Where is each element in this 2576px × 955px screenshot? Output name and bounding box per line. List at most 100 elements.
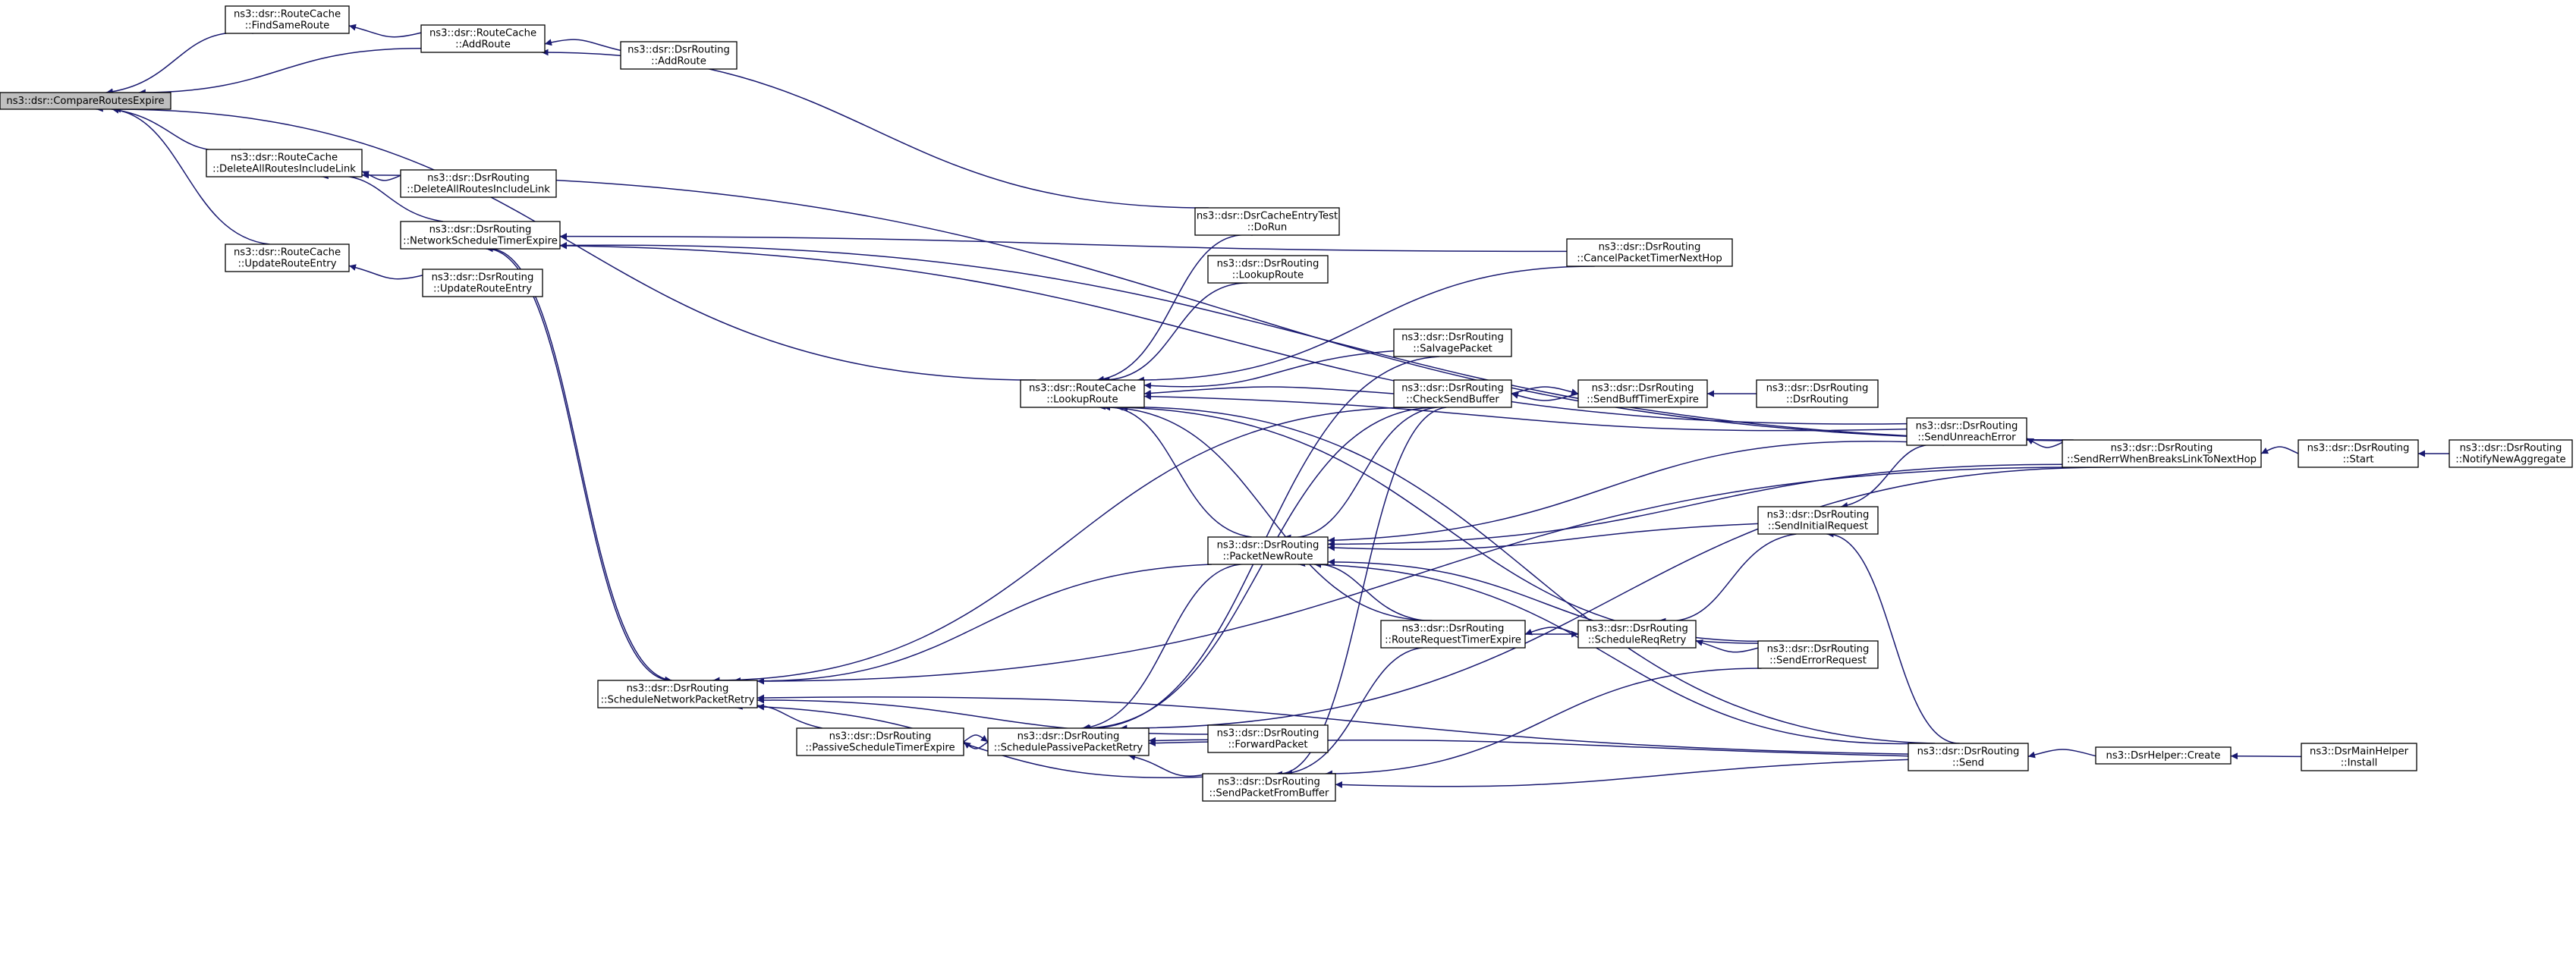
node-findsame[interactable]: ns3::dsr::RouteCache::FindSameRoute — [225, 5, 350, 34]
call-edge-helpercreate-to-send — [2027, 749, 2096, 759]
call-arrow — [2260, 446, 2299, 454]
call-edge-packetnew-to-rc_lookup — [1098, 403, 1252, 538]
node-box — [987, 727, 1150, 756]
node-label-line: ns3::dsr::DsrRouting — [2111, 443, 2213, 454]
node-sendrerr[interactable]: ns3::dsr::DsrRouting::SendRerrWhenBreaks… — [2062, 439, 2262, 468]
node-label-line: ns3::dsr::RouteCache — [234, 247, 341, 259]
node-networksched[interactable]: ns3::dsr::DsrRouting::NetworkScheduleTim… — [400, 221, 561, 250]
node-schedpassive[interactable]: ns3::dsr::DsrRouting::SchedulePassivePac… — [987, 727, 1150, 756]
call-edge-rc_deleteall-to-compare — [112, 106, 241, 152]
call-arrow — [559, 233, 1568, 253]
node-cancelpacket[interactable]: ns3::dsr::DsrRouting::CancelPacketTimerN… — [1566, 238, 1733, 267]
node-box — [620, 41, 738, 70]
node-dr_updateroute[interactable]: ns3::dsr::DsrRouting::UpdateRouteEntry — [422, 269, 543, 297]
call-arrow — [1083, 407, 1438, 732]
call-arrow — [1275, 407, 1447, 778]
node-label-line: ns3::dsr::DsrRouting — [1401, 332, 1504, 344]
call-arrow — [361, 171, 2074, 441]
node-helpercreate[interactable]: ns3::DsrHelper::Create — [2095, 746, 2232, 765]
call-arrow — [544, 39, 621, 52]
node-forward[interactable]: ns3::dsr::DsrRouting::ForwardPacket — [1207, 724, 1329, 753]
node-sendbuff[interactable]: ns3::dsr::DsrRouting::SendBuffTimerExpir… — [1577, 379, 1708, 408]
node-sendunreach[interactable]: ns3::dsr::DsrRouting::SendUnreachError — [1906, 417, 2027, 446]
node-label-line: ns3::dsr::RouteCache — [234, 9, 341, 20]
call-edge-packetnew-to-schedpassive — [1082, 563, 1254, 731]
call-edge-senderror-to-schedreq — [1695, 639, 1759, 653]
node-label-line: ns3::dsr::DsrRouting — [427, 173, 530, 184]
call-arrow — [1102, 282, 1248, 384]
node-label-line: ::ScheduleNetworkPacketRetry — [601, 695, 755, 706]
call-edge-salvage-to-rc_lookup — [1143, 350, 1395, 389]
call-arrow — [1098, 403, 1252, 538]
call-edge-mainhelper-to-helpercreate — [2230, 752, 2302, 760]
call-arrow — [1120, 467, 2110, 732]
call-edge-routereq-to-sendfrombuffer — [1285, 646, 1437, 777]
node-dr_lookup[interactable]: ns3::dsr::DsrRouting::LookupRoute — [1207, 255, 1329, 284]
node-dsrrouting[interactable]: ns3::dsr::DsrRouting::DsrRouting — [1756, 379, 1879, 408]
call-arrow — [1284, 407, 1437, 542]
node-schednet[interactable]: ns3::dsr::DsrRouting::ScheduleNetworkPac… — [597, 680, 758, 708]
node-salvage[interactable]: ns3::dsr::DsrRouting::SalvagePacket — [1393, 328, 1512, 357]
node-label-line: ns3::dsr::DsrCacheEntryTest — [1197, 211, 1338, 222]
node-label-line: ns3::dsr::DsrRouting — [627, 45, 730, 56]
call-arrow — [1096, 234, 1253, 383]
node-passivesched[interactable]: ns3::dsr::DsrRouting::PassiveScheduleTim… — [796, 727, 964, 756]
node-box — [1380, 620, 1526, 649]
node-schedreq[interactable]: ns3::dsr::DsrRouting::ScheduleReqRetry — [1577, 620, 1697, 649]
node-label-line: ns3::dsr::CompareRoutesExpire — [6, 96, 164, 107]
call-arrow — [1335, 759, 1909, 788]
node-rc_lookup[interactable]: ns3::dsr::RouteCache::LookupRoute — [1020, 379, 1145, 408]
node-box — [1194, 207, 1340, 236]
call-edge-senderror-to-sendfrombuffer — [1325, 668, 1762, 778]
node-box — [597, 680, 758, 708]
node-label-line: ns3::dsr::DsrRouting — [1767, 644, 1870, 655]
call-edge-sendinitial-to-packetnew — [1327, 523, 1759, 551]
node-rc_deleteall[interactable]: ns3::dsr::RouteCache::DeleteAllRoutesInc… — [206, 149, 363, 177]
call-edge-rc_lookup-to-compare — [113, 105, 1036, 381]
node-label-line: ns3::dsr::DsrRouting — [1599, 242, 1701, 253]
node-mainhelper[interactable]: ns3::DsrMainHelper::Install — [2301, 743, 2417, 771]
call-arrow — [2027, 749, 2096, 759]
node-checksend[interactable]: ns3::dsr::DsrRouting::CheckSendBuffer — [1393, 379, 1512, 408]
node-send[interactable]: ns3::dsr::DsrRouting::Send — [1908, 743, 2029, 771]
node-senderror[interactable]: ns3::dsr::DsrRouting::SendErrorRequest — [1757, 640, 1879, 669]
node-dr_addroute[interactable]: ns3::dsr::DsrRouting::AddRoute — [620, 41, 738, 70]
call-edge-cancelpacket-to-networksched — [559, 233, 1568, 253]
node-box — [1020, 379, 1145, 408]
node-box — [225, 243, 350, 272]
node-label-line: ::SchedulePassivePacketRetry — [994, 743, 1143, 754]
call-edge-sendrerr-to-sendunreach — [2026, 438, 2063, 448]
call-edge-sendrerr-to-schednet — [756, 467, 2077, 685]
call-arrow — [96, 105, 270, 245]
call-edge-passivesched-to-schednet — [735, 702, 822, 729]
node-label-line: ::NetworkScheduleTimerExpire — [403, 236, 558, 247]
call-arrow — [2230, 752, 2302, 760]
node-label-line: ::SalvagePacket — [1413, 344, 1492, 355]
call-arrow — [2026, 438, 2063, 448]
node-cachetest[interactable]: ns3::dsr::DsrCacheEntryTest::DoRun — [1194, 207, 1340, 236]
node-rc_addroute[interactable]: ns3::dsr::RouteCache::AddRoute — [420, 24, 546, 53]
node-box — [1207, 536, 1329, 565]
node-label-line: ::SendUnreachError — [1917, 432, 2016, 444]
call-edge-schednet-to-networksched — [486, 245, 672, 681]
node-rc_updateroute[interactable]: ns3::dsr::RouteCache::UpdateRouteEntry — [225, 243, 350, 272]
call-arrow — [963, 734, 989, 743]
node-sendinitial[interactable]: ns3::dsr::DsrRouting::SendInitialRequest — [1757, 506, 1879, 535]
node-start[interactable]: ns3::dsr::DsrRouting::Start — [2298, 439, 2419, 468]
node-sendfrombuffer[interactable]: ns3::dsr::DsrRouting::SendPacketFromBuff… — [1202, 773, 1336, 802]
call-arrow — [756, 703, 1203, 778]
call-arrow — [1082, 563, 1254, 731]
call-edge-dr_deleteall-to-rc_deleteall — [361, 171, 401, 181]
node-label-line: ns3::dsr::DsrRouting — [1401, 383, 1504, 394]
node-routereq[interactable]: ns3::dsr::DsrRouting::RouteRequestTimerE… — [1380, 620, 1526, 649]
call-edge-sendbuff-to-checksend — [1511, 392, 1579, 401]
node-dr_deleteall[interactable]: ns3::dsr::DsrRouting::DeleteAllRoutesInc… — [400, 169, 557, 198]
call-edge-dr_updateroute-to-rc_updateroute — [348, 264, 423, 280]
node-label-line: ns3::dsr::DsrRouting — [1217, 540, 1319, 551]
node-notify[interactable]: ns3::dsr::DsrRouting::NotifyNewAggregate — [2449, 439, 2573, 468]
call-arrow — [1659, 533, 1797, 625]
node-packetnew[interactable]: ns3::dsr::DsrRouting::PacketNewRoute — [1207, 536, 1329, 565]
node-box — [2095, 746, 2232, 765]
call-edge-send-to-sendinitial — [1826, 530, 1960, 744]
call-arrow — [963, 741, 989, 749]
